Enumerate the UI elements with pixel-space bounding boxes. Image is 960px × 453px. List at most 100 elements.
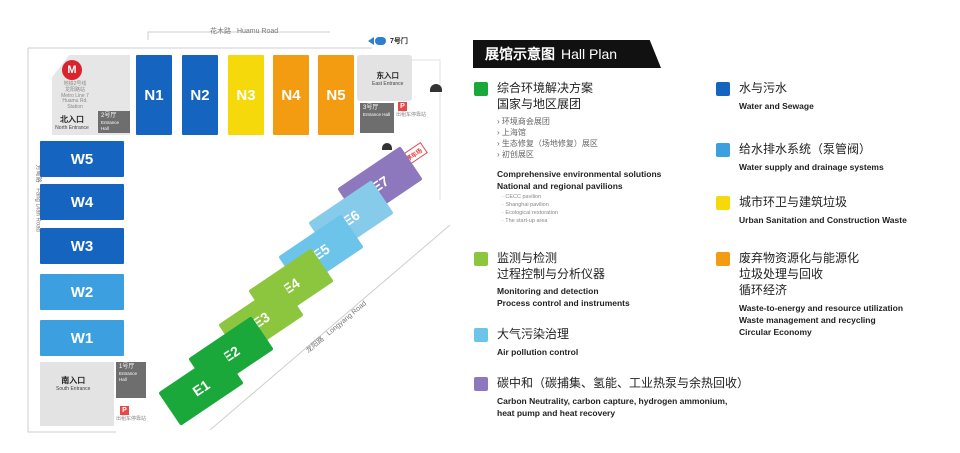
legend-swatch-water-supply — [716, 143, 730, 157]
hall-N5[interactable]: N5 — [318, 55, 354, 135]
sub-startup-cn: 初创展区 — [501, 150, 534, 159]
gate7-marker-icon — [375, 37, 386, 45]
hall-W3[interactable]: W3 — [40, 228, 124, 264]
hall-W1-label: W1 — [70, 329, 94, 347]
legend-monitoring-cn-1: 监测与检测 — [497, 251, 558, 265]
hall-N4-label: N4 — [281, 86, 301, 104]
legend-swatch-monitoring — [474, 252, 488, 266]
gate2-cn: 2号厅 — [101, 113, 117, 119]
hall-E1-label: E1 — [189, 376, 213, 400]
hall-W5-label: W5 — [70, 150, 94, 168]
legend-title-en: Hall Plan — [561, 46, 618, 62]
gate3-hall[interactable]: 3号厅 Entrance Hall — [360, 103, 394, 133]
hall-N5-label: N5 — [326, 86, 346, 104]
metro-exit-icon-2 — [382, 143, 392, 150]
arrow-left-icon — [368, 37, 374, 45]
legend-comprehensive-en-1: Comprehensive environmental solutions — [497, 169, 662, 179]
legend-carbon-en-2: heat pump and heat recovery — [497, 408, 616, 418]
legend-waste-en-3: Circular Economy — [739, 327, 812, 337]
legend-swatch-comprehensive — [474, 82, 488, 96]
north-road-en: Huamu Road — [236, 28, 279, 35]
hall-W4-label: W4 — [70, 193, 94, 211]
north-road-label: 花木路 Huamu Road — [210, 26, 278, 36]
east-entrance-cn: 东入口 — [376, 71, 399, 80]
metro-station: 龙阳路站 — [64, 86, 85, 93]
legend-comprehensive-subs-cn: › 环境商会展团 › 上海馆 › 生态修复（场地修复）展区 › 初创展区 — [497, 117, 598, 159]
hall-N1[interactable]: N1 — [136, 55, 172, 135]
legend-swatch-sanitation — [716, 196, 730, 210]
sub-shanghai-en: Shanghai pavilion — [505, 202, 549, 208]
parking-east-note: 出租车停靠站 — [396, 112, 427, 118]
legend-swatch-waste — [716, 252, 730, 266]
legend-carbon-en: Carbon Neutrality, carbon capture, hydro… — [497, 395, 727, 419]
legend-waste-en: Waste-to-energy and resource utilization… — [739, 302, 903, 338]
legend-sanitation-cn: 城市环卫与建筑垃圾 — [739, 195, 848, 209]
hall-N3-label: N3 — [236, 86, 256, 104]
legend-monitoring-cn-2: 过程控制与分析仪器 — [497, 267, 606, 281]
gate3-cn: 3号厅 — [363, 105, 379, 111]
legend-title: 展馆示意图 Hall Plan — [473, 40, 661, 68]
parking-south-icon[interactable]: P — [120, 406, 129, 415]
legend-monitoring-en: Monitoring and detection Process control… — [497, 285, 630, 309]
parking-east-icon[interactable]: P — [398, 102, 407, 111]
legend-title-cn: 展馆示意图 — [485, 46, 555, 62]
hall-W3-label: W3 — [70, 237, 94, 255]
gate1-en: Entrance Hall — [119, 371, 138, 382]
gate7-label: 7号门 — [390, 38, 408, 45]
hall-W5[interactable]: W5 — [40, 141, 124, 177]
metro-line: 地铁2号线 — [63, 81, 87, 87]
south-entrance[interactable]: 南入口 South Entrance — [56, 375, 90, 392]
north-entrance-en: North Entrance — [55, 125, 89, 131]
north-road-cn: 花木路 — [210, 28, 231, 35]
legend-comprehensive-cn-2: 国家与地区展团 — [497, 97, 582, 111]
sub-cecc-cn: 环境商会展团 — [501, 117, 550, 126]
legend-carbon-cn: 碳中和（碳捕集、氢能、工业热泵与余热回收） — [497, 376, 750, 390]
gate2-hall[interactable]: 2号厅 Entrance Hall — [98, 111, 130, 133]
sub-restoration-cn: 生态修复（场地修复）展区 — [501, 139, 598, 148]
metro-exit-icon — [430, 84, 442, 92]
legend-waste-en-2: Waste management and recycling — [739, 315, 876, 325]
legend-swatch-air — [474, 328, 488, 342]
legend-sanitation-en: Urban Sanitation and Construction Waste — [739, 215, 907, 225]
legend-waste-en-1: Waste-to-energy and resource utilization — [739, 303, 904, 313]
sub-startup-en: The start-up area — [505, 218, 548, 224]
legend-air-en: Air pollution control — [497, 347, 579, 357]
south-entrance-area — [40, 362, 114, 426]
north-entrance[interactable]: 北入口 North Entrance — [54, 114, 90, 131]
legend-swatch-carbon — [474, 377, 488, 391]
sub-cecc-en: CECC pavilion — [505, 194, 542, 200]
legend-water-en: Water and Sewage — [739, 101, 814, 111]
sub-restoration-en: Ecological restoration — [505, 210, 558, 216]
gate7[interactable]: 7号门 — [368, 36, 408, 46]
legend-water-cn: 水与污水 — [739, 81, 788, 95]
legend-comprehensive-subs-en: · CECC pavilion · Shanghai pavilion · Ec… — [502, 194, 558, 224]
legend-item-comprehensive: 综合环境解决方案 国家与地区展团 — [497, 80, 593, 112]
north-entrance-cn: 北入口 — [60, 115, 84, 124]
east-entrance[interactable]: 东入口 East Entrance — [372, 70, 403, 87]
legend-swatch-water — [716, 82, 730, 96]
metro-en: Metro Line 7 Huamu Rd. Station — [61, 92, 89, 110]
hall-N2[interactable]: N2 — [182, 55, 218, 135]
legend-waste-cn-1: 废弃物资源化与能源化 — [739, 251, 860, 265]
east-entrance-area — [357, 55, 412, 101]
hall-W2-label: W2 — [70, 283, 94, 301]
legend-water-supply-en: Water supply and drainage systems — [739, 162, 884, 172]
hall-N4[interactable]: N4 — [273, 55, 309, 135]
legend-comprehensive-cn-1: 综合环境解决方案 — [497, 81, 594, 95]
legend-item-monitoring: 监测与检测 过程控制与分析仪器 — [497, 250, 605, 282]
south-entrance-cn: 南入口 — [61, 376, 86, 385]
legend-waste-cn-3: 循环经济 — [739, 283, 788, 297]
south-entrance-en: South Entrance — [56, 386, 91, 392]
legend-air-cn: 大气污染治理 — [497, 327, 570, 341]
legend-water-supply-cn: 给水排水系统（泵管阀） — [739, 142, 872, 156]
sub-shanghai-cn: 上海馆 — [501, 128, 526, 137]
legend-monitoring-en-2: Process control and instruments — [497, 298, 630, 308]
metro-label: 地铁2号线 龙阳路站 Metro Line 7 Huamu Rd. Statio… — [58, 81, 92, 111]
hall-W1[interactable]: W1 — [40, 320, 124, 356]
parking-south-note: 出租车停靠站 — [116, 416, 147, 422]
hall-W2[interactable]: W2 — [40, 274, 124, 310]
hall-W4[interactable]: W4 — [40, 184, 124, 220]
hall-N3[interactable]: N3 — [228, 55, 264, 135]
gate1-hall[interactable]: 1号厅 Entrance Hall — [116, 362, 146, 398]
east-entrance-en: East Entrance — [372, 81, 404, 87]
